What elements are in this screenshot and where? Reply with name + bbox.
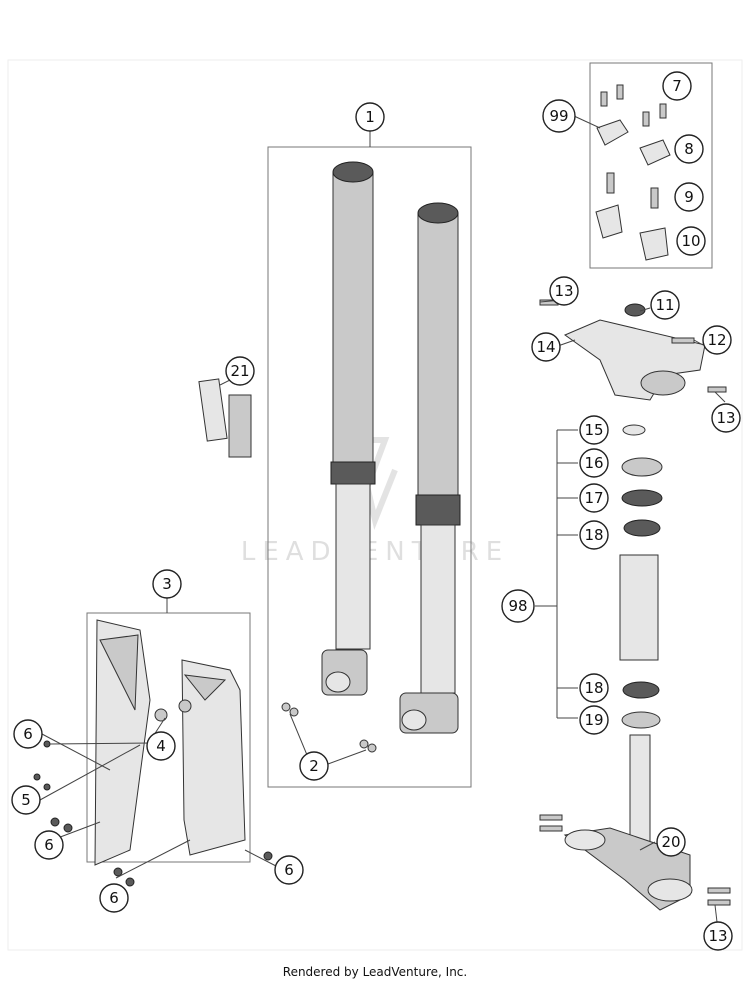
svg-text:3: 3 [162,575,172,593]
svg-text:7: 7 [672,77,682,95]
svg-text:6: 6 [284,861,294,879]
svg-text:13: 13 [554,282,573,300]
callout-7: 7 [662,71,692,101]
svg-text:5: 5 [21,791,31,809]
callout-11: 11 [650,290,680,320]
footer-credit: Rendered by LeadVenture, Inc. [282,965,468,979]
pad-kit [198,378,252,458]
callout-13a: 13 [549,276,579,306]
svg-text:18: 18 [584,679,603,697]
svg-text:2: 2 [309,757,319,775]
callout-6b: 6 [34,830,64,860]
callout-21: 21 [225,356,255,386]
callout-13c: 13 [703,921,733,951]
svg-text:20: 20 [661,833,680,851]
callout-16: 16 [579,448,609,478]
callout-10: 10 [676,226,706,256]
handlebar-clamp-parts [595,84,671,261]
svg-text:9: 9 [684,188,694,206]
svg-text:98: 98 [508,597,527,615]
svg-text:13: 13 [716,409,735,427]
callout-20: 20 [656,827,686,857]
svg-text:13: 13 [708,927,727,945]
callout-3: 3 [152,569,182,599]
svg-text:12: 12 [707,331,726,349]
svg-text:10: 10 [681,232,700,250]
callout-4: 4 [146,731,176,761]
callout-99: 99 [542,99,576,133]
svg-text:1: 1 [365,108,375,126]
callout-14: 14 [531,332,561,362]
svg-text:99: 99 [549,107,568,125]
fork-leg-left [321,161,376,696]
fork-guard-right [181,659,246,856]
callout-98: 98 [501,589,535,623]
svg-text:16: 16 [584,454,603,472]
callout-18b: 18 [579,673,609,703]
top-triple-clamp [563,303,706,401]
callout-18a: 18 [579,520,609,550]
callout-17: 17 [579,483,609,513]
svg-text:17: 17 [584,489,603,507]
svg-text:21: 21 [230,362,249,380]
watermark-text: LEADVENTURE [241,537,509,567]
fork-guard-group-frame [86,612,251,863]
callout-6d: 6 [274,855,304,885]
callout-1: 1 [355,102,385,132]
svg-text:4: 4 [156,737,166,755]
svg-text:14: 14 [536,338,555,356]
svg-text:15: 15 [584,421,603,439]
callout-12: 12 [702,325,732,355]
svg-text:18: 18 [584,526,603,544]
callout-13b: 13 [711,403,741,433]
fork-guard-left [94,619,151,866]
callout-9: 9 [674,182,704,212]
steering-bearing-set [619,424,663,729]
handlebar-clamp-group-frame [589,62,713,269]
callout-2: 2 [299,751,329,781]
svg-text:6: 6 [44,836,54,854]
callout-6a: 6 [13,719,43,749]
callout-6c: 6 [99,883,129,913]
callout-5: 5 [11,785,41,815]
svg-text:11: 11 [655,296,674,314]
callout-8: 8 [674,134,704,164]
callout-19: 19 [579,705,609,735]
bolts [33,299,731,906]
callout-15: 15 [579,415,609,445]
svg-text:8: 8 [684,140,694,158]
svg-text:19: 19 [584,711,603,729]
svg-text:6: 6 [109,889,119,907]
fork-leg-right [399,202,461,734]
svg-text:6: 6 [23,725,33,743]
leader-lines [39,115,726,923]
